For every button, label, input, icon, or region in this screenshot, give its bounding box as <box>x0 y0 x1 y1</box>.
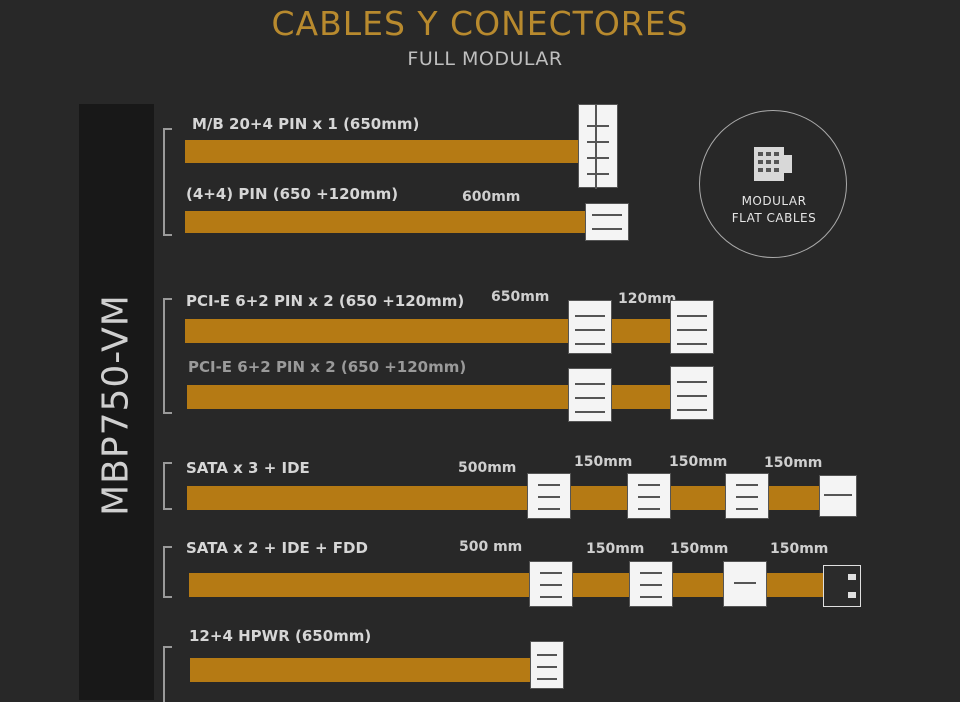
length-sata-2c: 150mm <box>670 541 729 557</box>
model-sidebar <box>79 104 154 700</box>
length-sata-2b: 150mm <box>586 541 645 557</box>
cable-label-sata-1: SATA x 3 + IDE <box>186 459 310 477</box>
connector-ide-1 <box>819 475 857 517</box>
connector-pcie-1b <box>670 300 714 354</box>
cable-label-pcie-2: PCI-E 6+2 PIN x 2 (650 +120mm) <box>188 358 467 376</box>
cable-label-mb: M/B 20+4 PIN x 1 (650mm) <box>192 115 420 133</box>
length-sata-1b: 150mm <box>574 454 633 470</box>
length-sata-1a: 500mm <box>458 460 517 476</box>
connector-fdd <box>823 565 861 607</box>
length-cpu-1: 600mm <box>462 189 521 205</box>
group-bracket-mb <box>163 128 172 236</box>
cable-wire-sata-2 <box>189 573 823 597</box>
connector-pcie-2b <box>670 366 714 420</box>
connector-12vhpwr <box>530 641 564 689</box>
cable-label-hpwr: 12+4 HPWR (650mm) <box>189 627 372 645</box>
length-sata-2a: 500 mm <box>459 539 523 555</box>
length-sata-1d: 150mm <box>764 455 823 471</box>
page-subtitle: FULL MODULAR <box>407 48 563 70</box>
length-sata-1c: 150mm <box>669 454 728 470</box>
cable-wire-mb <box>185 140 580 163</box>
length-sata-2d: 150mm <box>770 541 829 557</box>
badge-line-2: FLAT CABLES <box>731 211 817 225</box>
group-bracket-sata-1 <box>163 462 172 510</box>
length-pcie-1b: 120mm <box>618 291 677 307</box>
connector-sata-1c <box>725 473 769 519</box>
connector-pcie-1a <box>568 300 612 354</box>
cable-wire-sata-1 <box>187 486 823 510</box>
connector-sata-1b <box>627 473 671 519</box>
length-pcie-1a: 650mm <box>491 289 550 305</box>
cable-label-cpu: (4+4) PIN (650 +120mm) <box>186 185 399 203</box>
connector-ide-2 <box>723 561 767 607</box>
cable-wire-cpu <box>185 211 587 233</box>
connector-sata-2a <box>529 561 573 607</box>
page-title: CABLES Y CONECTORES <box>271 4 689 43</box>
connector-sata-1a <box>527 473 571 519</box>
model-label: MBP750-VM <box>95 294 137 516</box>
connector-pcie-2a <box>568 368 612 422</box>
group-bracket-hpwr <box>163 646 172 702</box>
cable-label-sata-2: SATA x 2 + IDE + FDD <box>186 539 368 557</box>
connector-cpu-4plus4 <box>585 203 629 241</box>
modular-connector-icon <box>754 147 792 181</box>
connector-sata-2b <box>629 561 673 607</box>
badge-line-1: MODULAR <box>741 194 807 208</box>
group-bracket-pcie <box>163 298 172 414</box>
connector-24pin <box>578 104 618 189</box>
cable-wire-hpwr <box>190 658 534 682</box>
cable-label-pcie-1: PCI-E 6+2 PIN x 2 (650 +120mm) <box>186 292 465 310</box>
modular-badge: MODULAR FLAT CABLES <box>699 110 847 258</box>
group-bracket-sata-2 <box>163 546 172 598</box>
